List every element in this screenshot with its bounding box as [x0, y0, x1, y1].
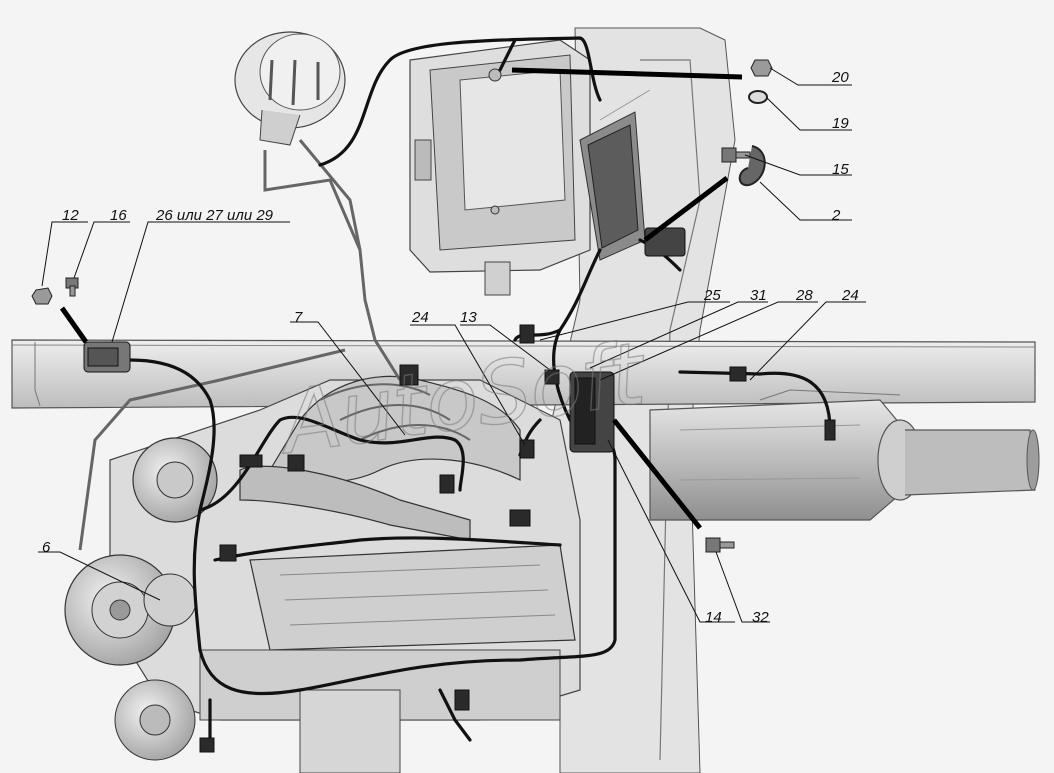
fasteners: [31, 59, 773, 553]
cross-beam: [11, 339, 1036, 409]
callout-14: 14: [705, 609, 722, 626]
callout-6: 6: [42, 539, 51, 556]
callout-25: 25: [703, 287, 721, 304]
pointer-arrows: [59, 67, 743, 530]
connectors: [83, 227, 836, 753]
callout-26-27-29: 26 или 27 или 29: [155, 207, 274, 224]
reservoir: [234, 31, 346, 146]
fuel-lines: [78, 139, 402, 551]
callout-7: 7: [294, 309, 303, 326]
callout-24-right: 24: [841, 287, 859, 304]
callout-13: 13: [460, 309, 477, 326]
callout-31: 31: [750, 287, 767, 304]
callout-32: 32: [752, 609, 769, 626]
callout-19: 19: [832, 115, 849, 132]
callout-24-center: 24: [411, 309, 429, 326]
pulleys: [64, 437, 218, 761]
callout-labels: 20 19 15 2 12 16 26 или 27 или 29 25 31 …: [42, 69, 859, 626]
control-unit-box: [409, 39, 591, 296]
callout-12: 12: [62, 207, 79, 224]
callout-20: 20: [831, 69, 849, 86]
muffler: [649, 389, 1040, 521]
leader-lines: [38, 67, 866, 623]
callout-16: 16: [110, 207, 127, 224]
callout-15: 15: [832, 161, 849, 178]
callout-2: 2: [831, 207, 841, 224]
callout-28: 28: [795, 287, 813, 304]
